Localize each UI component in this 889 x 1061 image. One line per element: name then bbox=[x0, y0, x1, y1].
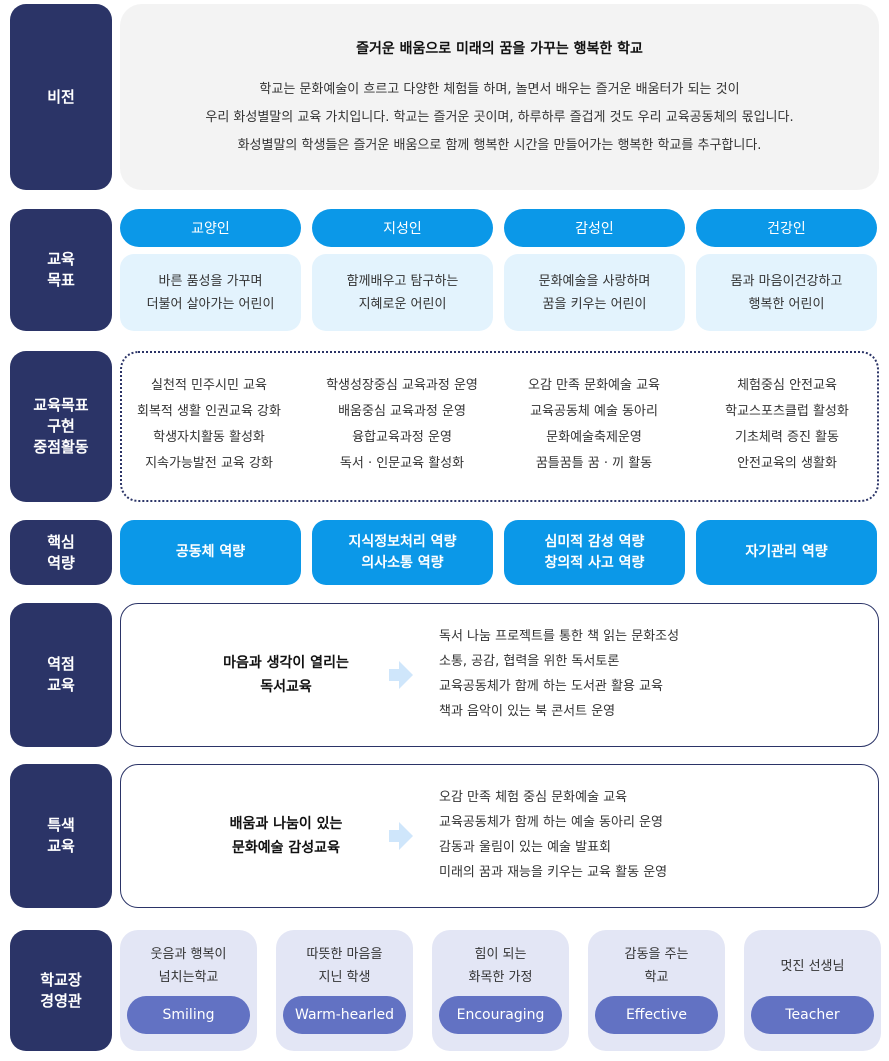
principal-card: 힘이 되는 화목한 가정 Encouraging bbox=[432, 930, 569, 1051]
activity-column: 학생성장중심 교육과정 운영 배움중심 교육과정 운영 융합교육과정 운영 독서… bbox=[307, 373, 497, 477]
vision-text: 학교는 문화예술이 흐르고 다양한 체험들 하며, 놀면서 배우는 즐거운 배움… bbox=[120, 76, 879, 160]
principal-text: 따뜻한 마음을 지닌 학생 bbox=[306, 947, 383, 985]
activity-item: 교육공동체 예술 동아리 bbox=[530, 404, 658, 419]
activity-item: 배움중심 교육과정 운영 bbox=[338, 404, 466, 419]
activity-item: 회복적 생활 인권교육 강화 bbox=[137, 404, 281, 419]
special-title: 배움과 나눔이 있는 문화예술 감성교육 bbox=[229, 816, 343, 856]
goals-row: 교육 목표 교양인 바른 품성을 가꾸며 더불어 살아가는 어린이 지성인 함께… bbox=[10, 209, 879, 331]
special-row: 특색 교육 배움과 나눔이 있는 문화예술 감성교육 오감 만족 체험 중심 문… bbox=[10, 764, 879, 908]
vision-label: 비전 bbox=[10, 4, 112, 190]
arrow-right-icon bbox=[389, 661, 413, 689]
activity-column: 실천적 민주시민 교육 회복적 생활 인권교육 강화 학생자치활동 활성화 지속… bbox=[114, 373, 304, 477]
principal-keyword: Teacher bbox=[751, 996, 874, 1034]
vision-box: 즐거운 배움으로 미래의 꿈을 가꾸는 행복한 학교 학교는 문화예술이 흐르고… bbox=[120, 4, 879, 190]
goal-title: 교양인 bbox=[120, 209, 301, 247]
activity-item: 실천적 민주시민 교육 bbox=[151, 378, 267, 393]
activity-item: 문화예술축제운영 bbox=[546, 430, 642, 445]
activity-item: 융합교육과정 운영 bbox=[352, 430, 452, 445]
activity-item: 기초체력 증진 활동 bbox=[735, 430, 839, 445]
focus-item: 교육공동체가 함께 하는 도서관 활용 교육 bbox=[439, 679, 663, 694]
principal-card: 감동을 주는 학교 Effective bbox=[588, 930, 725, 1051]
activity-column: 체험중심 안전교육 학교스포츠클럽 활성화 기초체력 증진 활동 안전교육의 생… bbox=[692, 373, 882, 477]
goal-card: 건강인 몸과 마음이건강하고 행복한 어린이 bbox=[696, 209, 877, 331]
special-item: 감동과 울림이 있는 예술 발표회 bbox=[439, 840, 612, 855]
vision-row: 비전 즐거운 배움으로 미래의 꿈을 가꾸는 행복한 학교 학교는 문화예술이 … bbox=[10, 4, 879, 190]
activity-item: 체험중심 안전교육 bbox=[737, 378, 837, 393]
special-item: 오감 만족 체험 중심 문화예술 교육 bbox=[439, 790, 628, 805]
activity-item: 꿈틀꿈틀 꿈 · 끼 활동 bbox=[535, 456, 653, 471]
special-list: 오감 만족 체험 중심 문화예술 교육 교육공동체가 함께 하는 예술 동아리 … bbox=[439, 785, 667, 885]
focus-list: 독서 나눔 프로젝트를 통한 책 읽는 문화조성 소통, 공감, 협력을 위한 … bbox=[439, 624, 679, 724]
goal-card: 감성인 문화예술을 사랑하며 꿈을 키우는 어린이 bbox=[504, 209, 685, 331]
goal-desc: 몸과 마음이건강하고 행복한 어린이 bbox=[696, 254, 877, 331]
goal-desc: 함께배우고 탐구하는 지혜로운 어린이 bbox=[312, 254, 493, 331]
goal-title: 건강인 bbox=[696, 209, 877, 247]
vision-line: 학교는 문화예술이 흐르고 다양한 체험들 하며, 놀면서 배우는 즐거운 배움… bbox=[259, 82, 740, 97]
special-label: 특색 교육 bbox=[10, 764, 112, 908]
principal-text: 감동을 주는 학교 bbox=[624, 947, 689, 985]
arrow-right-icon bbox=[389, 822, 413, 850]
activities-row: 교육목표 구현 중점활동 실천적 민주시민 교육 회복적 생활 인권교육 강화 … bbox=[10, 351, 879, 502]
special-item: 교육공동체가 함께 하는 예술 동아리 운영 bbox=[439, 815, 663, 830]
goals-label: 교육 목표 bbox=[10, 209, 112, 331]
goal-title: 지성인 bbox=[312, 209, 493, 247]
focus-row: 역점 교육 마음과 생각이 열리는 독서교육 독서 나눔 프로젝트를 통한 책 … bbox=[10, 603, 879, 747]
special-item: 미래의 꿈과 재능을 키우는 교육 활동 운영 bbox=[439, 865, 668, 880]
focus-title: 마음과 생각이 열리는 독서교육 bbox=[223, 655, 349, 695]
activity-item: 학생자치활동 활성화 bbox=[153, 430, 265, 445]
vision-title: 즐거운 배움으로 미래의 꿈을 가꾸는 행복한 학교 bbox=[356, 41, 643, 57]
principal-card: 따뜻한 마음을 지닌 학생 Warm-hearled bbox=[276, 930, 413, 1051]
vision-line: 화성별말의 학생들은 즐거운 배움으로 함께 행복한 시간을 만들어가는 행복한… bbox=[237, 138, 762, 153]
activity-item: 지속가능발전 교육 강화 bbox=[145, 456, 273, 471]
competency-row: 핵심 역량 공동체 역량 지식정보처리 역량 의사소통 역량 심미적 감성 역량… bbox=[10, 520, 879, 585]
focus-label: 역점 교육 bbox=[10, 603, 112, 747]
focus-box: 마음과 생각이 열리는 독서교육 독서 나눔 프로젝트를 통한 책 읽는 문화조… bbox=[120, 603, 879, 747]
focus-item: 책과 음악이 있는 북 콘서트 운영 bbox=[439, 704, 616, 719]
principal-card: 멋진 선생님 Teacher bbox=[744, 930, 881, 1051]
competency-item: 자기관리 역량 bbox=[696, 520, 877, 585]
activity-column: 오감 만족 문화예술 교육 교육공동체 예술 동아리 문화예술축제운영 꿈틀꿈틀… bbox=[499, 373, 689, 477]
goal-card: 교양인 바른 품성을 가꾸며 더불어 살아가는 어린이 bbox=[120, 209, 301, 331]
competency-label: 핵심 역량 bbox=[10, 520, 112, 585]
activity-item: 학교스포츠클럽 활성화 bbox=[725, 404, 849, 419]
principal-keyword: Smiling bbox=[127, 996, 250, 1034]
principal-text: 힘이 되는 화목한 가정 bbox=[468, 947, 533, 985]
activities-box: 실천적 민주시민 교육 회복적 생활 인권교육 강화 학생자치활동 활성화 지속… bbox=[120, 351, 879, 502]
vision-line: 우리 화성별말의 교육 가치입니다. 학교는 즐거운 곳이며, 하루하루 즐겁게… bbox=[205, 110, 794, 125]
goal-title: 감성인 bbox=[504, 209, 685, 247]
competency-item: 지식정보처리 역량 의사소통 역량 bbox=[312, 520, 493, 585]
activity-item: 오감 만족 문화예술 교육 bbox=[528, 378, 660, 393]
principal-keyword: Encouraging bbox=[439, 996, 562, 1034]
focus-item: 독서 나눔 프로젝트를 통한 책 읽는 문화조성 bbox=[439, 629, 680, 644]
principal-keyword: Effective bbox=[595, 996, 718, 1034]
goal-desc: 바른 품성을 가꾸며 더불어 살아가는 어린이 bbox=[120, 254, 301, 331]
principal-label: 학교장 경영관 bbox=[10, 930, 112, 1051]
principal-card: 웃음과 행복이 넘치는학교 Smiling bbox=[120, 930, 257, 1051]
principal-keyword: Warm-hearled bbox=[283, 996, 406, 1034]
competency-item: 심미적 감성 역량 창의적 사고 역량 bbox=[504, 520, 685, 585]
principal-text: 웃음과 행복이 넘치는학교 bbox=[150, 947, 227, 985]
activity-item: 학생성장중심 교육과정 운영 bbox=[326, 378, 478, 393]
activities-label: 교육목표 구현 중점활동 bbox=[10, 351, 112, 502]
principal-row: 학교장 경영관 웃음과 행복이 넘치는학교 Smiling 따뜻한 마음을 지닌… bbox=[10, 930, 881, 1051]
principal-text: 멋진 선생님 bbox=[780, 958, 845, 974]
goal-card: 지성인 함께배우고 탐구하는 지혜로운 어린이 bbox=[312, 209, 493, 331]
focus-item: 소통, 공감, 협력을 위한 독서토론 bbox=[439, 654, 620, 669]
competency-item: 공동체 역량 bbox=[120, 520, 301, 585]
activity-item: 독서 · 인문교육 활성화 bbox=[339, 456, 465, 471]
goal-desc: 문화예술을 사랑하며 꿈을 키우는 어린이 bbox=[504, 254, 685, 331]
activity-item: 안전교육의 생활화 bbox=[737, 456, 837, 471]
special-box: 배움과 나눔이 있는 문화예술 감성교육 오감 만족 체험 중심 문화예술 교육… bbox=[120, 764, 879, 908]
